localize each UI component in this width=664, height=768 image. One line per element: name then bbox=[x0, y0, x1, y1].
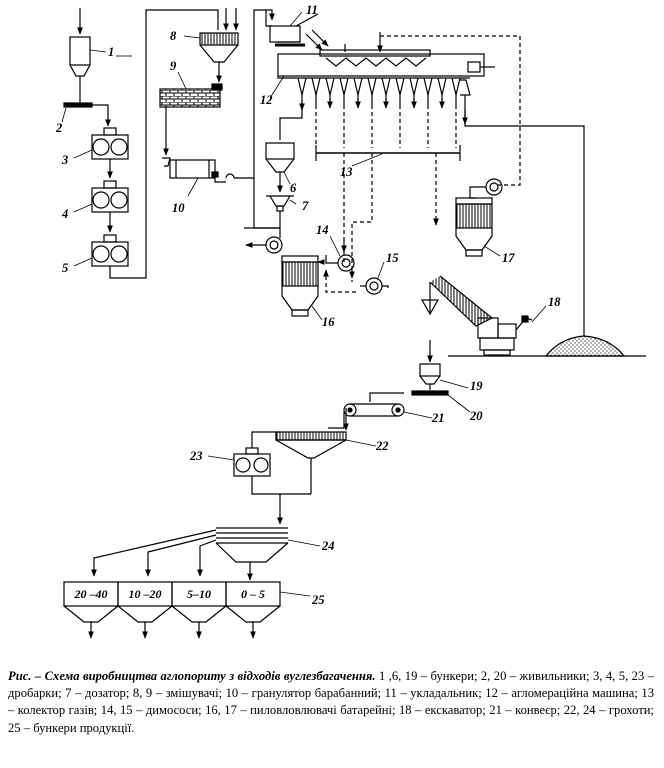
sintering-machine-12 bbox=[277, 49, 585, 336]
label-11: 11 bbox=[306, 3, 318, 17]
feeder-2 bbox=[63, 100, 111, 127]
granulator-10 bbox=[162, 9, 275, 183]
smoke-exhauster-15 bbox=[323, 269, 389, 295]
stockpile bbox=[544, 335, 626, 357]
feeder-20 bbox=[369, 390, 449, 402]
bunker-19 bbox=[419, 340, 441, 390]
label-25: 25 bbox=[311, 593, 325, 607]
label-21: 21 bbox=[431, 411, 445, 425]
label-20: 20 bbox=[469, 409, 483, 423]
label-14: 14 bbox=[316, 223, 329, 237]
crusher-4 bbox=[91, 180, 129, 233]
label-23: 23 bbox=[189, 449, 203, 463]
crusher-3 bbox=[91, 127, 129, 179]
bin-label-10-20: 10 –20 bbox=[129, 587, 162, 601]
bunker-1 bbox=[69, 8, 91, 100]
doser-7 bbox=[244, 178, 294, 229]
label-6: 6 bbox=[290, 181, 297, 195]
dust-collector-17 bbox=[455, 178, 503, 257]
process-flow-diagram: 1 2 3 4 5 8 9 10 11 12 6 7 13 14 15 16 1… bbox=[55, 3, 646, 639]
label-4: 4 bbox=[61, 207, 68, 221]
label-1: 1 bbox=[108, 45, 114, 59]
label-5: 5 bbox=[62, 261, 68, 275]
screen-22 bbox=[251, 431, 347, 494]
label-8: 8 bbox=[170, 29, 177, 43]
smoke-exhauster-14 bbox=[317, 240, 355, 272]
product-bunkers-25 bbox=[63, 581, 281, 639]
bin-label-20-40: 20 –40 bbox=[74, 587, 108, 601]
mixer-8 bbox=[199, 8, 239, 83]
caption-heading: Рис. – Схема виробництва аглопориту з ві… bbox=[8, 669, 376, 683]
label-15: 15 bbox=[386, 251, 399, 265]
label-2: 2 bbox=[55, 121, 62, 135]
label-16: 16 bbox=[322, 315, 335, 329]
crusher-23 bbox=[233, 447, 311, 525]
label-19: 19 bbox=[470, 379, 483, 393]
label-18: 18 bbox=[548, 295, 561, 309]
caption-body: 1 ,6, 19 – бункери; 2, 20 – живильники; … bbox=[8, 669, 654, 735]
leader-lines bbox=[61, 11, 547, 597]
bin-label-0-5: 0 – 5 bbox=[241, 587, 265, 601]
label-7: 7 bbox=[302, 199, 309, 213]
conveyor-21 bbox=[328, 403, 405, 431]
dust-collector-16 bbox=[245, 228, 319, 317]
crusher-5 bbox=[91, 9, 219, 279]
bunker-6 bbox=[265, 142, 295, 193]
label-12: 12 bbox=[260, 93, 273, 107]
excavator-18 bbox=[420, 275, 646, 357]
label-17: 17 bbox=[502, 251, 515, 265]
bin-label-5-10: 5–10 bbox=[187, 587, 211, 601]
label-22: 22 bbox=[375, 439, 389, 453]
label-3: 3 bbox=[61, 153, 68, 167]
layer-feeder-11 bbox=[269, 13, 521, 186]
screen-24 bbox=[91, 527, 289, 581]
mixer-9 bbox=[159, 83, 223, 156]
label-24: 24 bbox=[321, 539, 335, 553]
label-10: 10 bbox=[172, 201, 185, 215]
gas-collector-13 bbox=[315, 145, 461, 282]
figure-caption: Рис. – Схема виробництва аглопориту з ві… bbox=[8, 668, 654, 737]
label-9: 9 bbox=[170, 59, 177, 73]
label-13: 13 bbox=[340, 165, 353, 179]
